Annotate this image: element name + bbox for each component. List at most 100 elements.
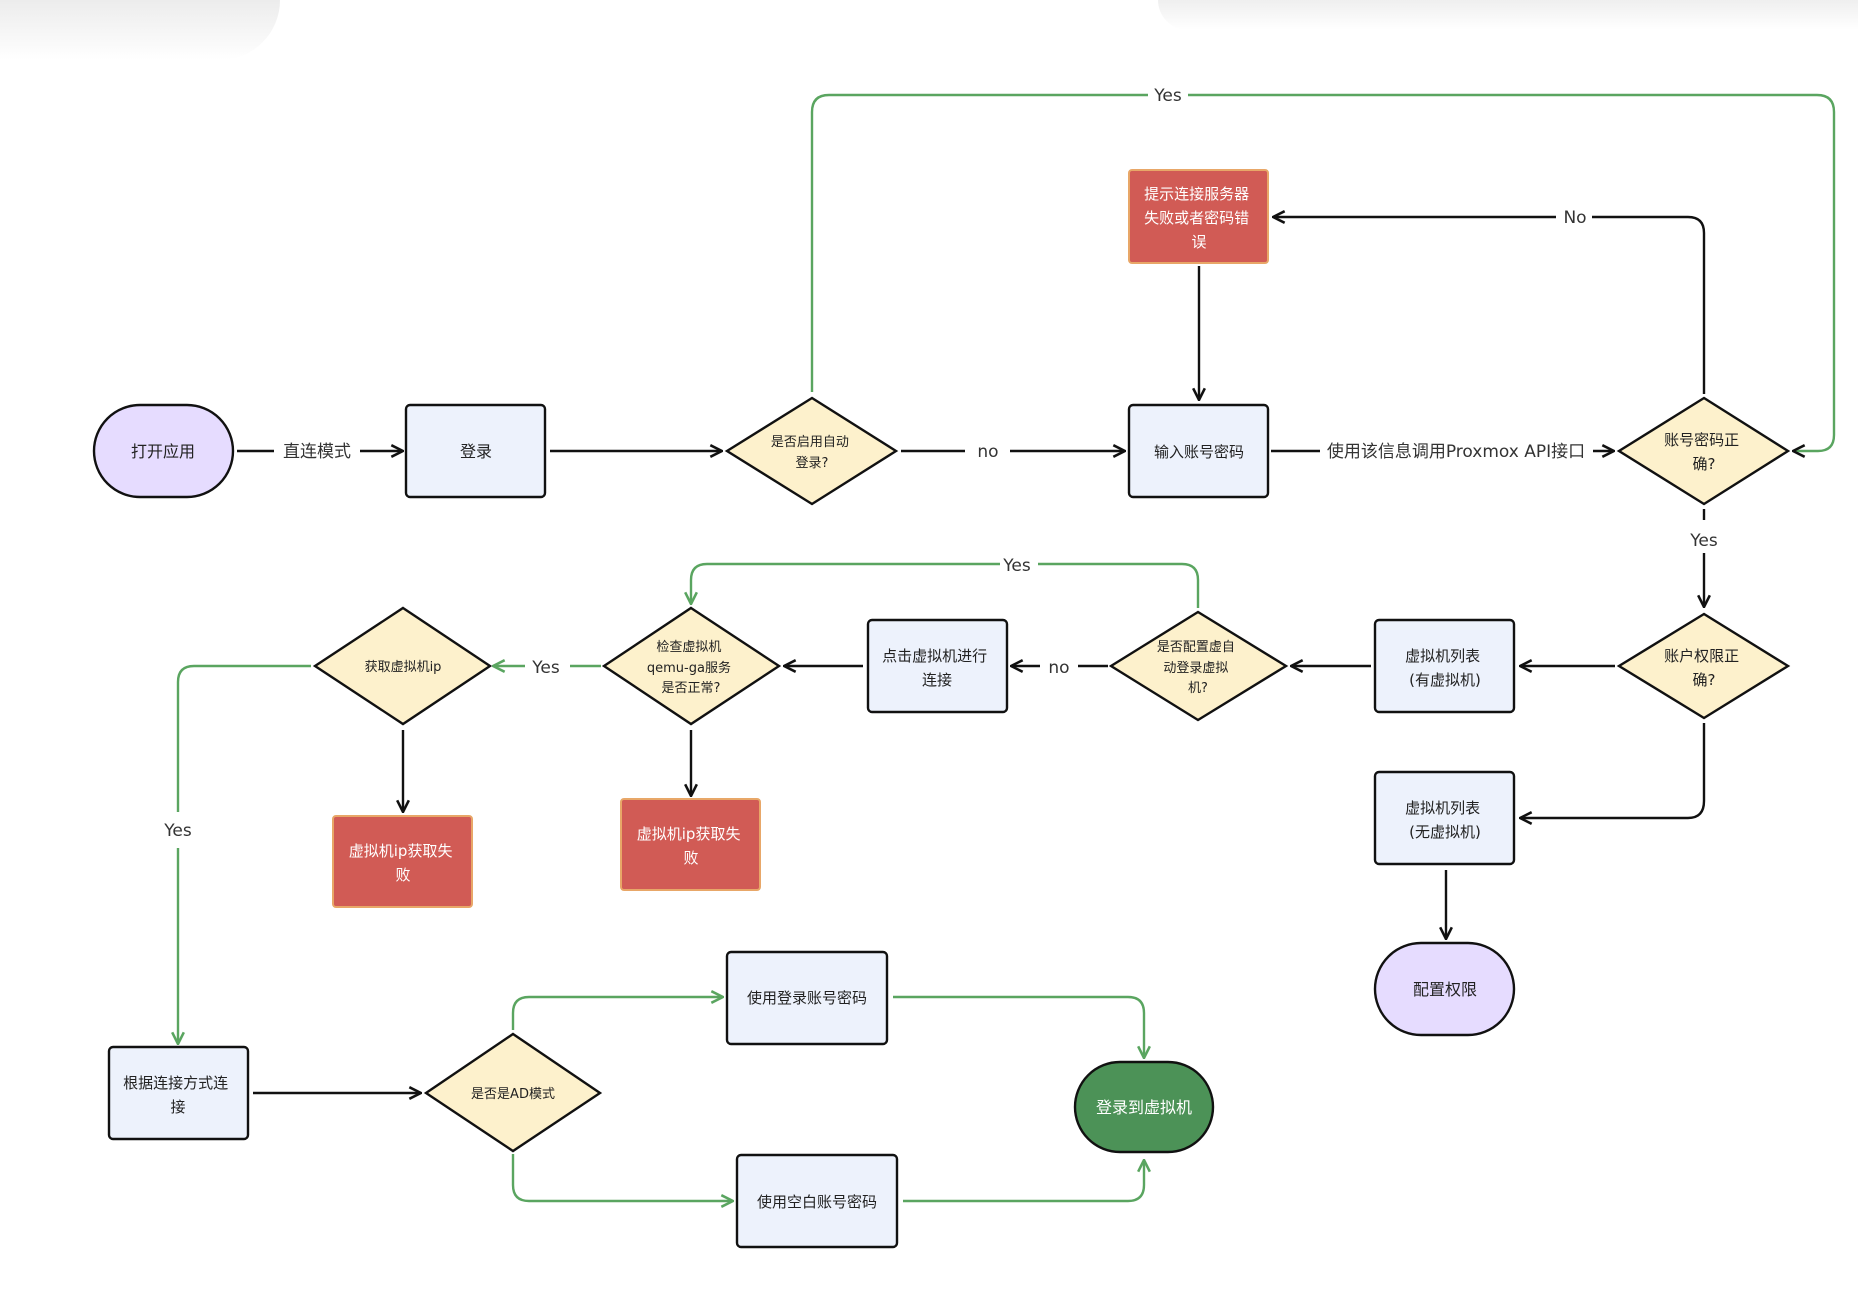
node-connect-by-method — [107, 1045, 250, 1141]
node-auto-login-vm-q — [1108, 610, 1289, 722]
node-is-ad-q — [423, 1032, 603, 1153]
node-check-qemu-line1: 检查虚拟机 — [656, 640, 721, 655]
node-use-login-credentials — [725, 950, 889, 1046]
label-get-ip-yes: Yes — [163, 821, 192, 841]
background-shadow-left — [0, 0, 280, 60]
node-config-permission — [1373, 941, 1516, 1037]
edge-credentials-no — [1592, 215, 1706, 394]
node-login — [404, 403, 547, 499]
node-vm-list-has — [1373, 618, 1516, 714]
node-credentials-ok-line2: 确? — [1693, 455, 1716, 473]
svg-text:是否启用自动 登录?: 是否启用自动 登录? — [771, 435, 853, 471]
node-connect-by-method-line1: 根据连接方式连 — [123, 1074, 228, 1092]
svg-text:检查虚拟机 qemu-ga服务 是否: 检查虚拟机 qemu-ga服务 是否正常? — [647, 640, 735, 696]
node-vm-ip-fail-1-line1: 虚拟机ip获取失 — [349, 842, 453, 860]
svg-text:是否配置虚自 动登录虚拟 机?: 是否配置虚自 动登录虚拟 机? — [1157, 640, 1239, 696]
node-auto-vm-line3: 机? — [1188, 681, 1208, 696]
node-conn-fail-line2: 失败或者密码错 — [1144, 209, 1249, 227]
node-vm-ip-fail-2 — [620, 798, 761, 891]
node-click-vm — [866, 618, 1009, 714]
label-auto-vm-yes: Yes — [1002, 556, 1031, 576]
node-auto-login-q — [724, 396, 899, 506]
node-vm-list-none — [1373, 770, 1516, 866]
node-input-credentials — [1127, 403, 1270, 499]
edge-autologin-yes — [810, 93, 1148, 392]
node-login-to-vm — [1073, 1060, 1215, 1154]
node-credentials-ok-q — [1616, 396, 1791, 506]
svg-text:账号密码正 确?: 账号密码正 确? — [1664, 431, 1744, 473]
node-vm-list-has-line1: 虚拟机列表 — [1405, 647, 1480, 665]
svg-text:配置权限: 配置权限 — [1413, 980, 1477, 999]
node-auto-vm-line1: 是否配置虚自 — [1157, 640, 1235, 655]
svg-text:虚拟机ip获取失 败: 虚拟机ip获取失 败 — [349, 842, 457, 884]
node-auto-login-q-line2: 登录? — [796, 456, 829, 471]
node-auto-login-q-line1: 是否启用自动 — [771, 435, 849, 450]
label-call-api: 使用该信息调用Proxmox API接口 — [1327, 441, 1585, 462]
svg-text:账户权限正 确?: 账户权限正 确? — [1664, 647, 1744, 689]
node-login-text: 登录 — [460, 442, 492, 461]
label-qemu-yes: Yes — [531, 658, 560, 678]
node-conn-fail-line3: 误 — [1191, 233, 1206, 251]
label-auto-vm-no: no — [1048, 658, 1069, 678]
svg-text:输入账号密码: 输入账号密码 — [1154, 443, 1244, 461]
node-check-qemu-q — [601, 606, 782, 726]
label-credentials-yes: Yes — [1689, 531, 1718, 551]
label-direct-mode: 直连模式 — [283, 442, 351, 462]
svg-text:打开应用: 打开应用 — [131, 442, 195, 461]
svg-text:登录到虚拟机: 登录到虚拟机 — [1096, 1098, 1192, 1117]
node-vm-list-has-line2: (有虚拟机) — [1409, 671, 1481, 689]
svg-text:是否是AD模式: 是否是AD模式 — [471, 1087, 555, 1102]
edge-ad-to-logincreds — [511, 997, 723, 1030]
label-credentials-no: No — [1563, 208, 1586, 228]
node-vm-ip-fail-2-line2: 败 — [683, 849, 698, 867]
node-is-ad-text: 是否是AD模式 — [471, 1087, 555, 1102]
node-vm-ip-fail-1 — [332, 815, 473, 908]
node-use-login-credentials-text: 使用登录账号密码 — [747, 989, 867, 1007]
svg-text:点击虚拟机进行 连接: 点击虚拟机进行 连接 — [882, 647, 992, 689]
svg-text:虚拟机列表 (有虚拟机): 虚拟机列表 (有虚拟机) — [1405, 647, 1485, 689]
svg-text:提示连接服务器 失败或者密码错 误: 提示连接服务器 失败或者密码错 误 — [1144, 185, 1254, 251]
svg-text:虚拟机列表 (无虚拟机): 虚拟机列表 (无虚拟机) — [1405, 799, 1485, 841]
edge-getip-yes — [176, 664, 311, 812]
node-vm-ip-fail-2-line1: 虚拟机ip获取失 — [637, 825, 741, 843]
node-credentials-ok-line1: 账号密码正 — [1664, 431, 1739, 449]
node-get-vm-ip-text: 获取虚拟机ip — [365, 660, 442, 675]
node-check-qemu-line3: 是否正常? — [662, 681, 721, 696]
label-auto-login-yes: Yes — [1153, 86, 1182, 106]
node-open-app-text: 打开应用 — [131, 442, 195, 461]
edge-autovm-yes-2 — [691, 562, 1000, 604]
node-login-to-vm-text: 登录到虚拟机 — [1096, 1098, 1192, 1117]
node-use-blank-credentials-text: 使用空白账号密码 — [757, 1193, 877, 1211]
node-permission-ok-line1: 账户权限正 — [1664, 647, 1739, 665]
node-input-credentials-text: 输入账号密码 — [1154, 443, 1244, 461]
node-vm-list-none-line2: (无虚拟机) — [1409, 823, 1481, 841]
edge-autologin-yes-2 — [1188, 93, 1836, 451]
background-shadow-right — [1158, 0, 1858, 30]
svg-text:登录: 登录 — [460, 442, 492, 461]
edge-ad-to-blankcreds — [511, 1154, 733, 1201]
node-conn-fail-msg — [1128, 169, 1269, 264]
svg-text:虚拟机ip获取失 败: 虚拟机ip获取失 败 — [637, 825, 745, 867]
node-config-permission-text: 配置权限 — [1413, 980, 1477, 999]
node-click-vm-line2: 连接 — [922, 671, 952, 689]
edge-blankcreds-to-vm — [903, 1160, 1144, 1203]
edge-autovm-yes — [1038, 562, 1200, 608]
svg-text:获取虚拟机ip: 获取虚拟机ip — [365, 660, 442, 675]
svg-text:根据连接方式连 接: 根据连接方式连 接 — [123, 1074, 233, 1116]
node-vm-list-none-line1: 虚拟机列表 — [1405, 799, 1480, 817]
node-permission-ok-line2: 确? — [1693, 671, 1716, 689]
node-click-vm-line1: 点击虚拟机进行 — [882, 647, 987, 665]
edge-permission-to-vmnone — [1520, 723, 1706, 818]
node-vm-ip-fail-1-line2: 败 — [395, 866, 410, 884]
node-connect-by-method-line2: 接 — [170, 1098, 185, 1116]
node-open-app — [92, 403, 235, 499]
svg-text:使用登录账号密码: 使用登录账号密码 — [747, 989, 867, 1007]
node-permission-ok-q — [1616, 612, 1791, 720]
edge-logincreds-to-vm — [893, 995, 1144, 1058]
node-check-qemu-line2: qemu-ga服务 — [647, 660, 731, 676]
node-get-vm-ip-q — [312, 606, 493, 726]
node-use-blank-credentials — [735, 1153, 899, 1249]
svg-text:使用空白账号密码: 使用空白账号密码 — [757, 1193, 877, 1211]
node-conn-fail-line1: 提示连接服务器 — [1144, 185, 1249, 203]
